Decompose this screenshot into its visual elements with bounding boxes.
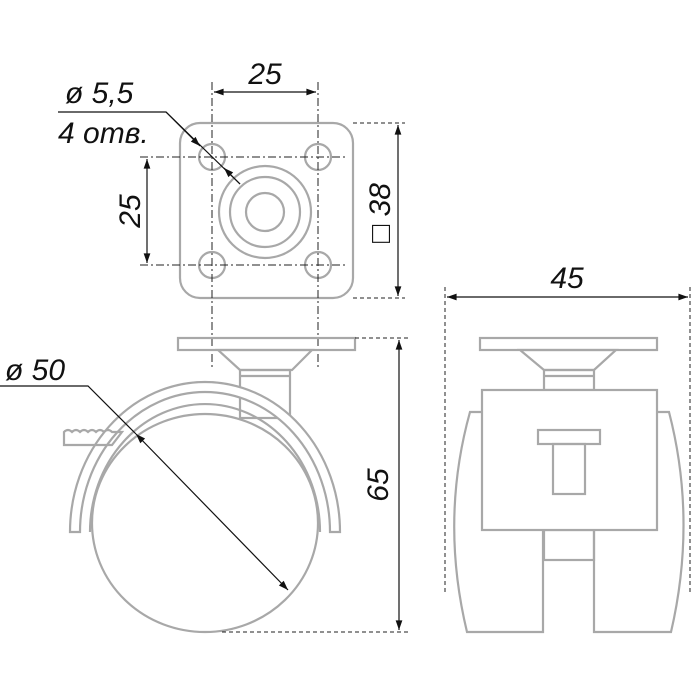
dimension-38: □ 38 bbox=[353, 122, 405, 299]
dim-label: □ 38 bbox=[364, 183, 397, 243]
hole-callout: ø 5,5 4 отв. bbox=[58, 77, 241, 185]
dimension-left-25: 25 bbox=[114, 159, 151, 263]
dim-label: 25 bbox=[247, 58, 282, 91]
dimension-top-25: 25 bbox=[214, 58, 316, 96]
brake-lever bbox=[62, 428, 125, 447]
dim-label: 25 bbox=[114, 194, 147, 229]
dim-label: 45 bbox=[550, 262, 584, 295]
top-view-mounting-plate bbox=[178, 121, 355, 300]
side-view-caster bbox=[62, 336, 357, 634]
dimension-50: ø 50 bbox=[0, 354, 289, 591]
fork bbox=[68, 380, 342, 534]
dim-label: ø 50 bbox=[5, 354, 65, 387]
dim-label: 65 bbox=[362, 468, 395, 502]
dim-label: 4 отв. bbox=[58, 117, 149, 150]
fork-body bbox=[480, 388, 659, 532]
dimension-65: 65 bbox=[222, 337, 408, 633]
dimension-45: 45 bbox=[444, 262, 691, 592]
center-lines bbox=[140, 82, 345, 370]
wheel bbox=[90, 412, 320, 634]
dim-label: ø 5,5 bbox=[65, 77, 134, 110]
front-view-caster bbox=[453, 336, 685, 634]
